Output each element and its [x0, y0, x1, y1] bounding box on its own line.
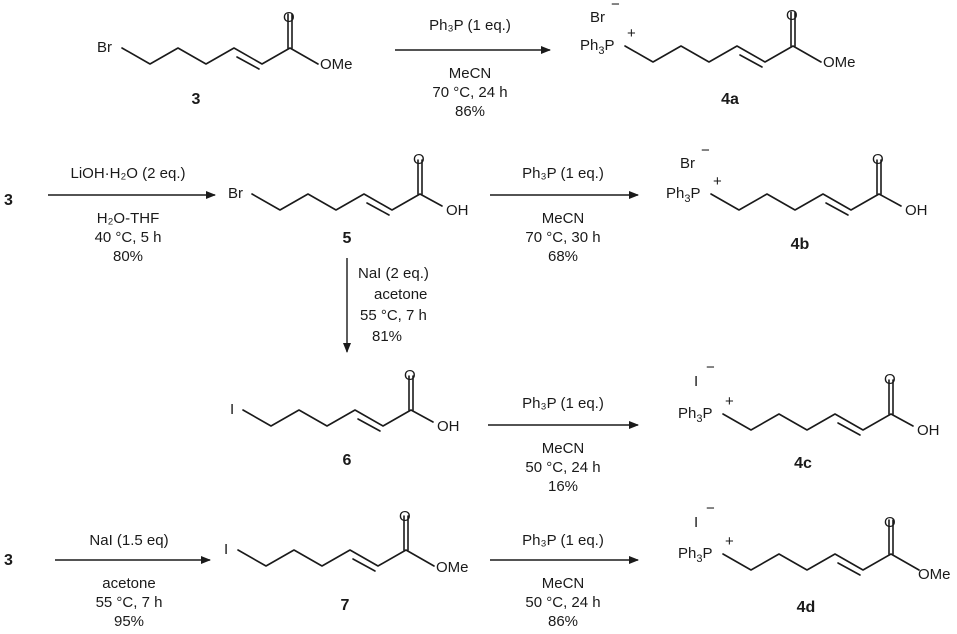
reaction-arrow-r6: NaI (1.5 eq) acetone 55 °C, 7 h 95% [55, 532, 211, 630]
compound-label-4b: 4b [791, 236, 810, 253]
compound-label-5: 5 [343, 230, 352, 247]
phosphonium-label: Ph3P [678, 405, 713, 425]
reaction-arrow-r5: Ph₃P (1 eq.) MeCN 50 °C, 24 h 16% [488, 395, 639, 495]
carbonyl-oxygen-label: O [872, 151, 884, 168]
methoxy-label: OMe [436, 559, 469, 576]
bromide-anion-label: Br [590, 9, 605, 26]
r6-solvent: acetone [102, 575, 155, 592]
carbonyl-oxygen-label: O [404, 367, 416, 384]
compound-4b-structure: Br − Ph3P + O OH [666, 142, 928, 219]
compound-label-3-start: 3 [4, 192, 13, 209]
compound-7-structure: I O OMe [224, 508, 469, 576]
compound-label-4c: 4c [794, 455, 812, 472]
bromide-charge-label: − [611, 0, 620, 13]
iodide-anion-label: I [694, 514, 698, 531]
r3-yield: 68% [548, 248, 578, 265]
phosphonium-charge-label: + [725, 533, 734, 550]
bromo-atom-label: Br [97, 39, 112, 56]
r4-reagent: NaI (2 eq.) [358, 265, 429, 282]
hydroxyl-label: OH [917, 422, 940, 439]
iodide-charge-label: − [706, 359, 715, 376]
reaction-arrow-r1: Ph₃P (1 eq.) MeCN 70 °C, 24 h 86% [395, 17, 551, 120]
hydroxyl-label: OH [446, 202, 469, 219]
iodide-charge-label: − [706, 500, 715, 517]
methoxy-label: OMe [823, 54, 856, 71]
r7-solvent: MeCN [542, 575, 585, 592]
r4-conditions: 55 °C, 7 h [360, 307, 427, 324]
r4-yield: 81% [372, 328, 402, 345]
r1-solvent: MeCN [449, 65, 492, 82]
methoxy-label: OMe [918, 566, 951, 583]
phosphonium-charge-label: + [713, 173, 722, 190]
phosphonium-charge-label: + [627, 25, 636, 42]
bromide-anion-label: Br [680, 155, 695, 172]
bromo-atom-label: Br [228, 185, 243, 202]
compound-label-3-start-2: 3 [4, 552, 13, 569]
carbonyl-oxygen-label: O [884, 514, 896, 531]
reaction-arrow-r2: LiOH·H₂O (2 eq.) H₂O-THF 40 °C, 5 h 80% [48, 165, 216, 265]
r2-solvent: H₂O-THF [97, 210, 159, 227]
r7-yield: 86% [548, 613, 578, 630]
compound-label-6: 6 [343, 452, 352, 469]
methoxy-label: OMe [320, 56, 353, 73]
reaction-arrow-r3: Ph₃P (1 eq.) MeCN 70 °C, 30 h 68% [490, 165, 639, 265]
r1-reagent: Ph₃P (1 eq.) [429, 17, 511, 34]
r1-yield: 86% [455, 103, 485, 120]
iodide-anion-label: I [694, 373, 698, 390]
carbonyl-oxygen-label: O [413, 151, 425, 168]
r5-reagent: Ph₃P (1 eq.) [522, 395, 604, 412]
r5-yield: 16% [548, 478, 578, 495]
compound-5-structure: Br O OH [228, 151, 469, 219]
phosphonium-label: Ph3P [666, 185, 701, 205]
r6-conditions: 55 °C, 7 h [96, 594, 163, 611]
carbonyl-oxygen-label: O [283, 9, 295, 26]
r2-reagent: LiOH·H₂O (2 eq.) [70, 165, 185, 182]
r3-solvent: MeCN [542, 210, 585, 227]
carbonyl-oxygen-label: O [884, 371, 896, 388]
compound-6-structure: I O OH [230, 367, 460, 435]
phosphonium-label: Ph3P [678, 545, 713, 565]
carbonyl-oxygen-label: O [399, 508, 411, 525]
compound-4a-structure: Br − Ph3P + O OMe [580, 0, 856, 71]
compound-4d-structure: I − Ph3P + O OMe [678, 500, 951, 583]
iodo-atom-label: I [230, 401, 234, 418]
compound-4c-structure: I − Ph3P + O OH [678, 359, 940, 439]
carbonyl-oxygen-label: O [786, 7, 798, 24]
r6-yield: 95% [114, 613, 144, 630]
compound-label-4d: 4d [797, 599, 816, 616]
hydroxyl-label: OH [905, 202, 928, 219]
compound-label-4a: 4a [721, 91, 739, 108]
compound-3-structure: Br O OMe [97, 9, 353, 73]
r5-conditions: 50 °C, 24 h [525, 459, 600, 476]
hydroxyl-label: OH [437, 418, 460, 435]
r7-reagent: Ph₃P (1 eq.) [522, 532, 604, 549]
r2-yield: 80% [113, 248, 143, 265]
r6-reagent: NaI (1.5 eq) [89, 532, 168, 549]
r7-conditions: 50 °C, 24 h [525, 594, 600, 611]
iodo-atom-label: I [224, 541, 228, 558]
bromide-charge-label: − [701, 142, 710, 159]
r4-solvent: acetone [374, 286, 427, 303]
compound-label-7: 7 [341, 597, 350, 614]
compound-label-3: 3 [192, 91, 201, 108]
r2-conditions: 40 °C, 5 h [95, 229, 162, 246]
r3-reagent: Ph₃P (1 eq.) [522, 165, 604, 182]
r5-solvent: MeCN [542, 440, 585, 457]
r1-conditions: 70 °C, 24 h [432, 84, 507, 101]
r3-conditions: 70 °C, 30 h [525, 229, 600, 246]
phosphonium-label: Ph3P [580, 37, 615, 57]
phosphonium-charge-label: + [725, 393, 734, 410]
reaction-arrow-r7: Ph₃P (1 eq.) MeCN 50 °C, 24 h 86% [490, 532, 639, 630]
reaction-arrow-r4: NaI (2 eq.) acetone 55 °C, 7 h 81% [343, 258, 429, 353]
